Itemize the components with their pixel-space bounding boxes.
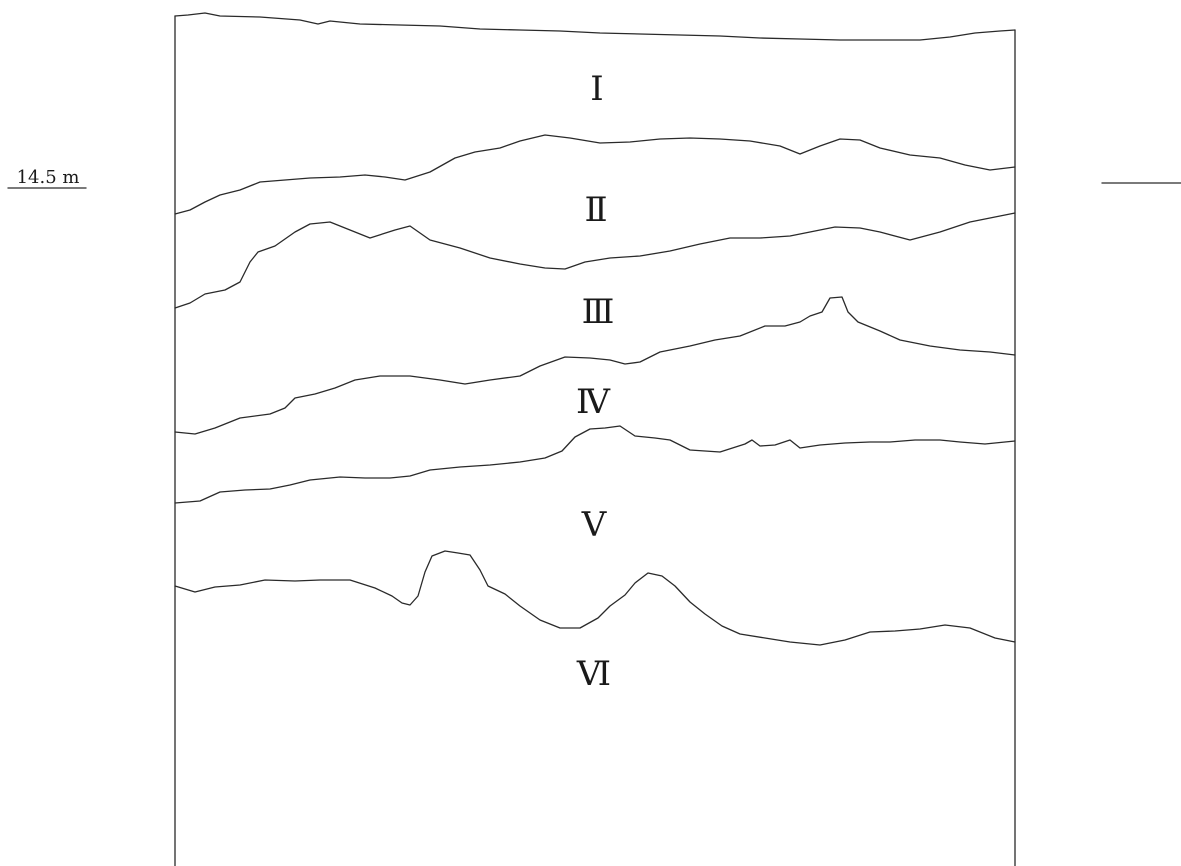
surface-line: [175, 13, 1015, 40]
layer-label-vi: Ⅵ: [576, 654, 611, 694]
layer-label-ii: Ⅱ: [584, 190, 607, 230]
layer-boundary-5-6: [175, 551, 1015, 645]
layer-label-i: Ⅰ: [590, 69, 603, 109]
layer-label-v: Ⅴ: [581, 505, 608, 545]
layer-label-iii: Ⅲ: [582, 292, 615, 332]
layer-label-iv: Ⅳ: [576, 382, 611, 422]
depth-scale-label: 14.5 m: [17, 167, 80, 188]
layer-boundary-4-5: [175, 426, 1015, 503]
